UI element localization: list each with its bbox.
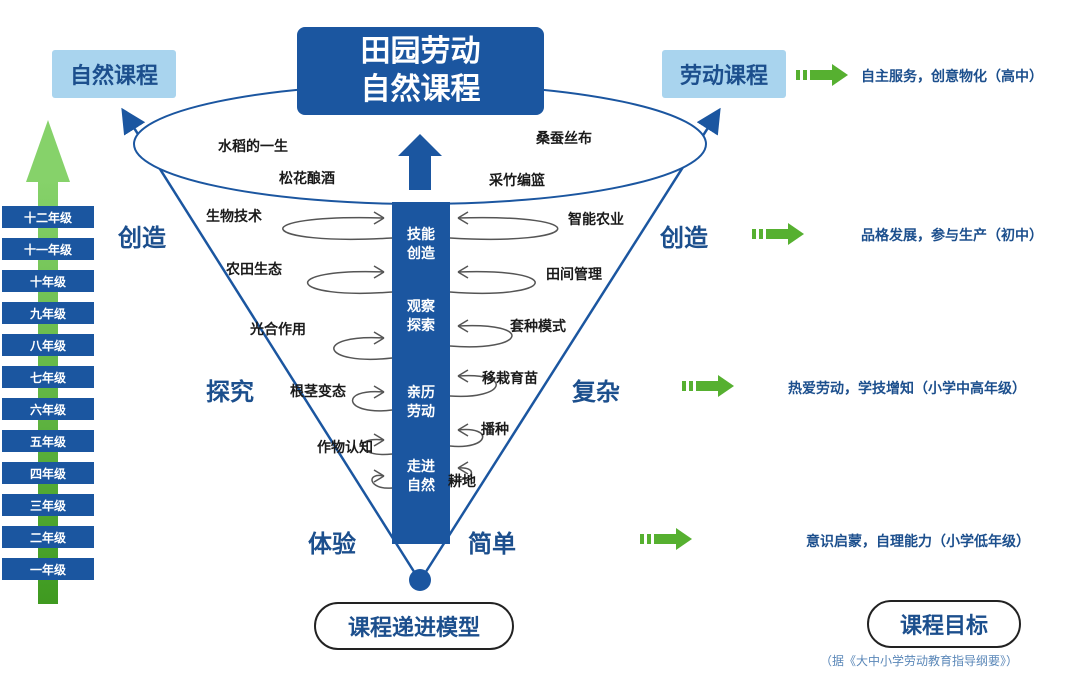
grade-9: 九年级: [2, 302, 94, 324]
left-spiral-1: [282, 216, 393, 241]
labor-course-box: 劳动课程: [662, 50, 786, 98]
target-label: 课程目标: [867, 600, 1021, 648]
goal-high-school: 自主服务，创意物化（高中）: [861, 69, 1043, 85]
stage-experience-labor: 亲历劳动: [407, 385, 435, 420]
cone-right-edge: [420, 107, 721, 579]
topic-farm-ecology: 农田生态: [226, 262, 282, 278]
right-spiral-2: [449, 270, 536, 295]
right-spiral-1: [449, 216, 559, 241]
left-word-explore: 探究: [206, 378, 254, 406]
topic-intercrop: 套种模式: [510, 319, 566, 335]
topic-crop-cognition: 作物认知: [317, 440, 373, 456]
project-rice: 水稻的一生: [218, 139, 288, 155]
goal-arrow-1: [796, 64, 848, 86]
right-word-simple: 简单: [468, 530, 516, 558]
topic-plowing: 耕地: [448, 474, 476, 490]
project-silk: 桑蚕丝布: [536, 131, 592, 147]
project-wine: 松花酿酒: [279, 171, 335, 187]
main-title-box: 田园劳动 自然课程: [297, 27, 544, 115]
grade-10: 十年级: [2, 270, 94, 292]
left-word-experience: 体验: [308, 530, 356, 558]
goal-arrow-4: [640, 528, 692, 550]
right-spiral-4: [449, 374, 497, 398]
right-word-create: 创造: [660, 224, 708, 252]
stage-enter-nature: 走进自然: [407, 459, 435, 494]
grade-11: 十一年级: [2, 238, 94, 260]
stage-skill-create: 技能创造: [407, 227, 435, 262]
grade-2: 二年级: [2, 526, 94, 548]
grade-4: 四年级: [2, 462, 94, 484]
right-spiral-3: [449, 324, 513, 348]
left-spiral-5: [361, 438, 393, 456]
left-spiral-2: [307, 270, 393, 295]
model-label: 课程递进模型: [314, 602, 514, 650]
right-spiral-6: [449, 467, 472, 481]
goal-lower-primary: 意识启蒙，自理能力（小学低年级）: [806, 534, 1030, 550]
left-word-create: 创造: [118, 224, 166, 252]
cone-left-edge: [121, 107, 420, 579]
goal-arrow-3: [682, 375, 734, 397]
goal-junior-high: 品格发展，参与生产（初中）: [861, 228, 1043, 244]
goal-upper-primary: 热爱劳动，学技增知（小学中高年级）: [788, 381, 1026, 397]
topic-transplant: 移栽育苗: [482, 371, 538, 387]
left-spiral-3: [333, 336, 393, 360]
goal-arrows: [640, 64, 848, 550]
cone-apex-dot: [409, 569, 431, 591]
topic-field-mgmt: 田间管理: [546, 267, 602, 283]
grade-8: 八年级: [2, 334, 94, 356]
grade-12: 十二年级: [2, 206, 94, 228]
left-spiral-6: [371, 474, 393, 489]
nature-course-box: 自然课程: [52, 50, 176, 98]
topic-photosynthesis: 光合作用: [250, 322, 306, 338]
topic-biotech: 生物技术: [206, 209, 262, 225]
left-spiral-4: [352, 390, 393, 412]
source-note: （据《大中小学劳动教育指导纲要》）: [820, 654, 1019, 668]
right-spiral-5: [449, 428, 484, 448]
grade-6: 六年级: [2, 398, 94, 420]
goal-arrow-2: [752, 223, 804, 245]
topic-sowing: 播种: [481, 422, 509, 438]
grade-1: 一年级: [2, 558, 94, 580]
project-bamboo: 采竹编篮: [489, 173, 545, 189]
grade-growth-arrow-head: [26, 120, 70, 182]
main-title-line1: 田园劳动: [360, 34, 481, 69]
topic-root-stem: 根茎变态: [290, 384, 346, 400]
topic-smart-agri: 智能农业: [568, 212, 624, 228]
grade-7: 七年级: [2, 366, 94, 388]
right-word-complex: 复杂: [572, 378, 620, 406]
grade-3: 三年级: [2, 494, 94, 516]
grade-5: 五年级: [2, 430, 94, 452]
stage-observe-explore: 观察探索: [407, 299, 435, 334]
main-title-line2: 自然课程: [360, 72, 481, 107]
up-arrow-icon: [398, 134, 442, 190]
central-stage-bar: [392, 202, 450, 544]
